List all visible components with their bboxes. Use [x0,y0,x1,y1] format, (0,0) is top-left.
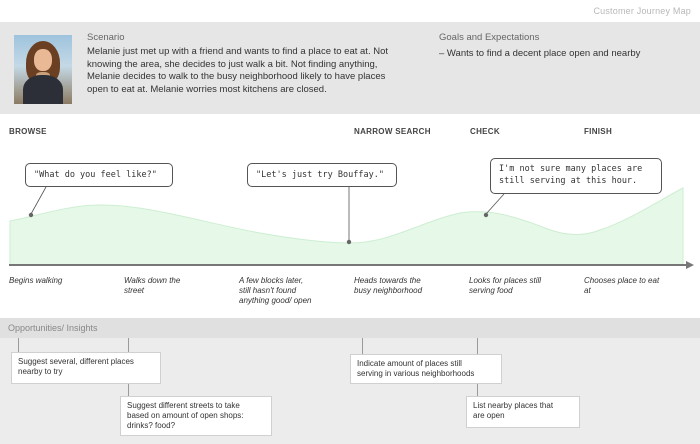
emotion-curve-chart [9,186,694,269]
insight-connector-3 [362,338,363,354]
scenario-text: Melanie just met up with a friend and wa… [87,46,389,95]
emotion-curve-area [9,187,684,266]
speech-bubble-1: "What do you feel like?" [25,163,173,187]
action-3-line-2: still hasn't found [239,286,297,295]
action-heads-towards: Heads towards the busy neighborhood [354,276,422,296]
timeline-arrowhead [686,261,694,269]
stage-finish: FINISH [584,127,613,136]
insight-card-1-line-2: nearby to try [18,367,63,376]
stage-narrow-search: NARROW SEARCH [354,127,431,136]
action-6-line-1: Chooses place to eat [584,276,660,285]
action-3-line-3: anything good/ open [239,296,312,305]
insight-card-2-line-1: Suggest different streets to take [127,401,240,410]
insight-card-4-line-2: are open [473,411,505,420]
insight-card-3-line-1: Indicate amount of places still [357,359,462,368]
action-3-line-1: A few blocks later, [239,276,304,285]
action-4-line-1: Heads towards the [354,276,421,285]
goals-text: – Wants to find a decent place open and … [439,48,641,59]
action-2-line-2: street [124,286,145,295]
action-5-line-2: serving food [469,286,513,295]
action-1-text: Begins walking [9,276,63,285]
insight-card-2-line-2: based on amount of open shops: [127,411,244,420]
insight-card-4-line-1: List nearby places that [473,401,554,410]
map-title: Customer Journey Map [593,6,691,16]
insight-connector-1 [18,338,19,352]
stage-browse: BROWSE [9,127,47,136]
action-walks-down-street: Walks down the street [124,276,180,296]
curve-point-3 [483,212,489,218]
bubble-pointer-1 [30,186,47,215]
curve-point-1 [28,212,34,218]
speech-bubble-3-line-1: I'm not sure many places are [499,164,643,174]
bubble-pointer-3 [485,193,505,215]
persona-avatar [14,35,72,104]
insight-card-3-line-2: serving in various neighborhoods [357,369,475,378]
insight-card-2: Suggest different streets to take based … [120,396,272,436]
curve-point-2 [346,239,352,245]
speech-bubble-2: "Let's just try Bouffay." [247,163,397,187]
insight-card-3: Indicate amount of places still serving … [350,354,502,384]
insight-card-1-line-1: Suggest several, different places [18,357,134,366]
action-6-line-2: at [584,286,591,295]
persona-band: Scenario Melanie just met up with a frie… [0,22,700,114]
insights-header [0,318,700,338]
insights-title: Opportunities/ Insights [8,323,98,333]
scenario-title: Scenario [87,32,125,43]
goals-title: Goals and Expectations [439,32,540,43]
action-chooses-place: Chooses place to eat at [584,276,659,296]
action-begins-walking: Begins walking [9,276,62,286]
action-4-line-2: busy neighborhood [354,286,423,295]
action-looks-for-places: Looks for places still serving food [469,276,541,296]
action-2-line-1: Walks down the [124,276,181,285]
insight-card-2-line-3: drinks? food? [127,421,176,430]
action-5-line-1: Looks for places still [469,276,542,285]
insight-card-4: List nearby places that are open [466,396,580,428]
speech-bubble-3: I'm not sure many places are still servi… [490,158,662,194]
stage-check: CHECK [470,127,500,136]
speech-bubble-3-line-2: still serving at this hour. [499,176,638,186]
action-few-blocks-later: A few blocks later, still hasn't found a… [239,276,312,306]
insight-card-1: Suggest several, different places nearby… [11,352,161,384]
